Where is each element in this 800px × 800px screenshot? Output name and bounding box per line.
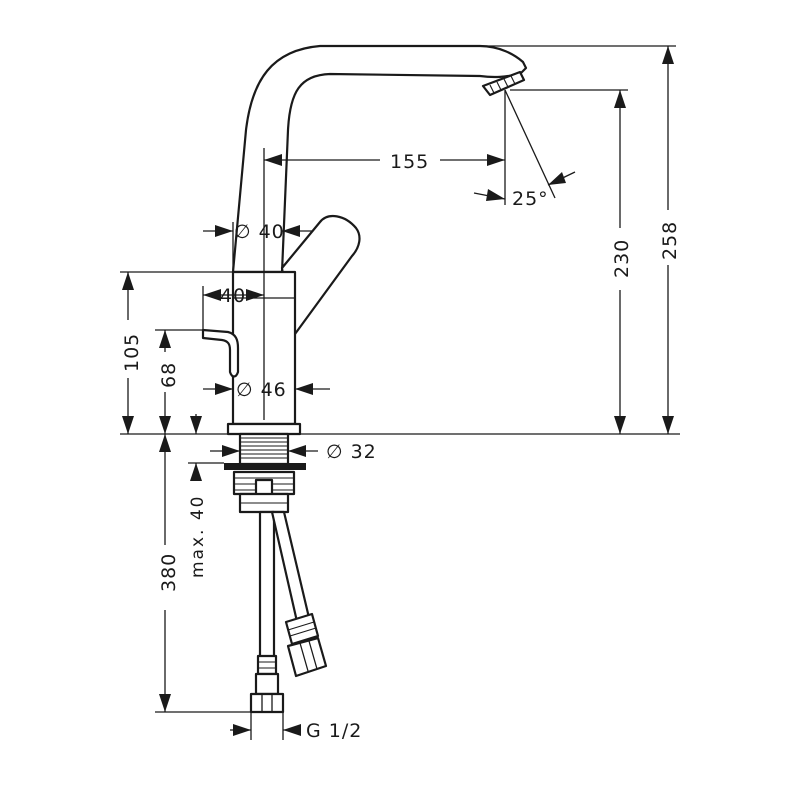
label-w40: 40 — [220, 285, 246, 307]
label-h380: 380 — [158, 553, 180, 592]
label-d32: ∅ 32 — [326, 441, 377, 463]
label-angle-25: 25° — [512, 188, 549, 210]
aerator — [481, 70, 526, 97]
mounting-plate — [224, 463, 306, 470]
dimension-labels: 155 25° ∅ 40 40 ∅ 46 ∅ 32 G 1/2 230 258 … — [121, 151, 681, 742]
spout — [231, 44, 528, 274]
label-h105: 105 — [121, 333, 143, 372]
label-h258: 258 — [659, 221, 681, 260]
handle-lever — [280, 214, 361, 338]
right-connector — [286, 636, 328, 678]
label-d40-top: ∅ 40 — [234, 221, 285, 243]
base-ring — [226, 422, 302, 436]
supply-hose-left — [258, 510, 276, 662]
label-g12: G 1/2 — [306, 720, 362, 742]
label-reach-155: 155 — [390, 151, 429, 173]
popup-rod — [201, 328, 240, 378]
threaded-shank — [238, 432, 290, 466]
supply-hose-right — [270, 510, 312, 628]
dimension-lines — [120, 45, 680, 740]
label-max40: max. 40 — [188, 495, 208, 578]
g12-connector — [249, 692, 285, 714]
label-d46: ∅ 46 — [236, 379, 287, 401]
label-h68: 68 — [158, 362, 180, 388]
label-h230: 230 — [611, 239, 633, 278]
